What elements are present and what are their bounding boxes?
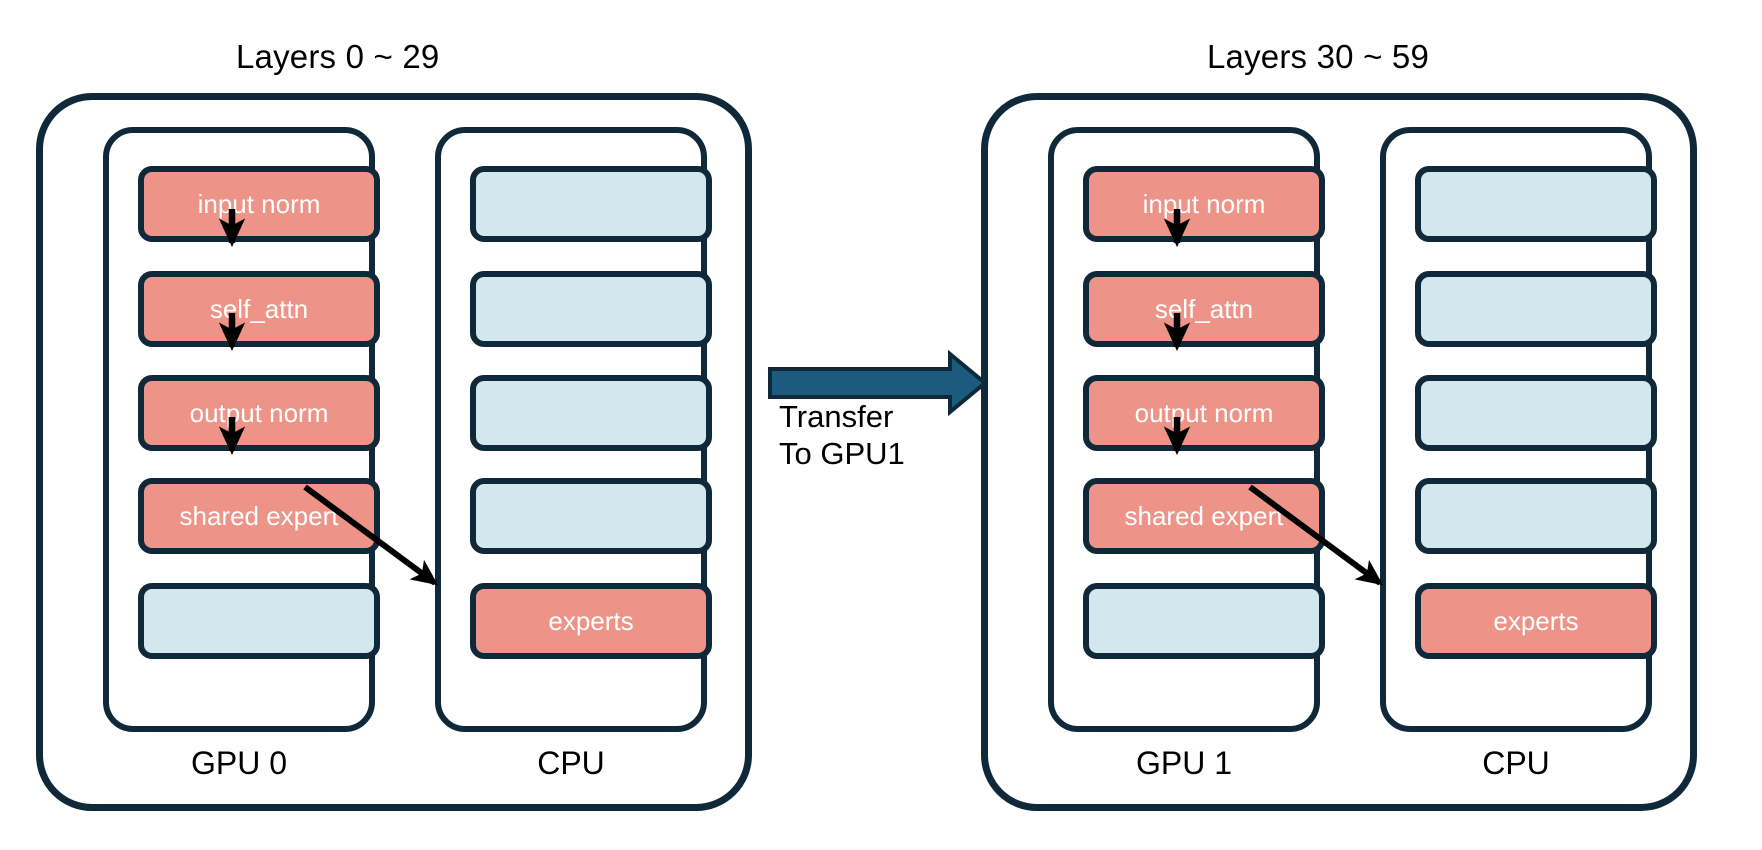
cpu-column-left: experts bbox=[435, 127, 712, 732]
block-self-attn[interactable]: self_attn bbox=[1083, 271, 1325, 347]
transfer-label-line2: To GPU1 bbox=[779, 435, 905, 471]
block-cpu-placeholder-2[interactable] bbox=[470, 271, 712, 347]
block-self-attn[interactable]: self_attn bbox=[138, 271, 380, 347]
transfer-label-line1: Transfer bbox=[779, 399, 894, 434]
block-cpu-placeholder-3[interactable] bbox=[470, 375, 712, 451]
block-cpu-placeholder-2[interactable] bbox=[1415, 271, 1657, 347]
block-shared-expert[interactable]: shared expert bbox=[138, 478, 380, 554]
block-experts[interactable]: experts bbox=[470, 583, 712, 659]
device-group-left: input norm self_attn output norm shared … bbox=[36, 93, 752, 811]
panel-title-left: Layers 0 ~ 29 bbox=[236, 38, 440, 75]
device-label-cpu-right: CPU bbox=[1482, 745, 1550, 781]
block-input-norm[interactable]: input norm bbox=[1083, 166, 1325, 242]
block-shared-expert[interactable]: shared expert bbox=[1083, 478, 1325, 554]
panel-title-right: Layers 30 ~ 59 bbox=[1207, 38, 1430, 75]
transfer-label: Transfer To GPU1 bbox=[779, 399, 959, 472]
gpu-column-left: input norm self_attn output norm shared … bbox=[103, 127, 380, 732]
device-label-cpu-left: CPU bbox=[537, 745, 605, 781]
device-label-gpu-0: GPU 0 bbox=[190, 745, 288, 781]
cpu-column-right: experts bbox=[1380, 127, 1657, 732]
block-output-norm[interactable]: output norm bbox=[138, 375, 380, 451]
block-cpu-placeholder-1[interactable] bbox=[1415, 166, 1657, 242]
block-cpu-placeholder-1[interactable] bbox=[470, 166, 712, 242]
block-experts[interactable]: experts bbox=[1415, 583, 1657, 659]
device-group-right: input norm self_attn output norm shared … bbox=[981, 93, 1697, 811]
block-gpu-placeholder[interactable] bbox=[138, 583, 380, 659]
block-input-norm[interactable]: input norm bbox=[138, 166, 380, 242]
block-cpu-placeholder-3[interactable] bbox=[1415, 375, 1657, 451]
block-gpu-placeholder[interactable] bbox=[1083, 583, 1325, 659]
device-label-gpu-1: GPU 1 bbox=[1135, 745, 1233, 781]
block-cpu-placeholder-4[interactable] bbox=[1415, 478, 1657, 554]
block-output-norm[interactable]: output norm bbox=[1083, 375, 1325, 451]
gpu-column-right: input norm self_attn output norm shared … bbox=[1048, 127, 1325, 732]
block-cpu-placeholder-4[interactable] bbox=[470, 478, 712, 554]
